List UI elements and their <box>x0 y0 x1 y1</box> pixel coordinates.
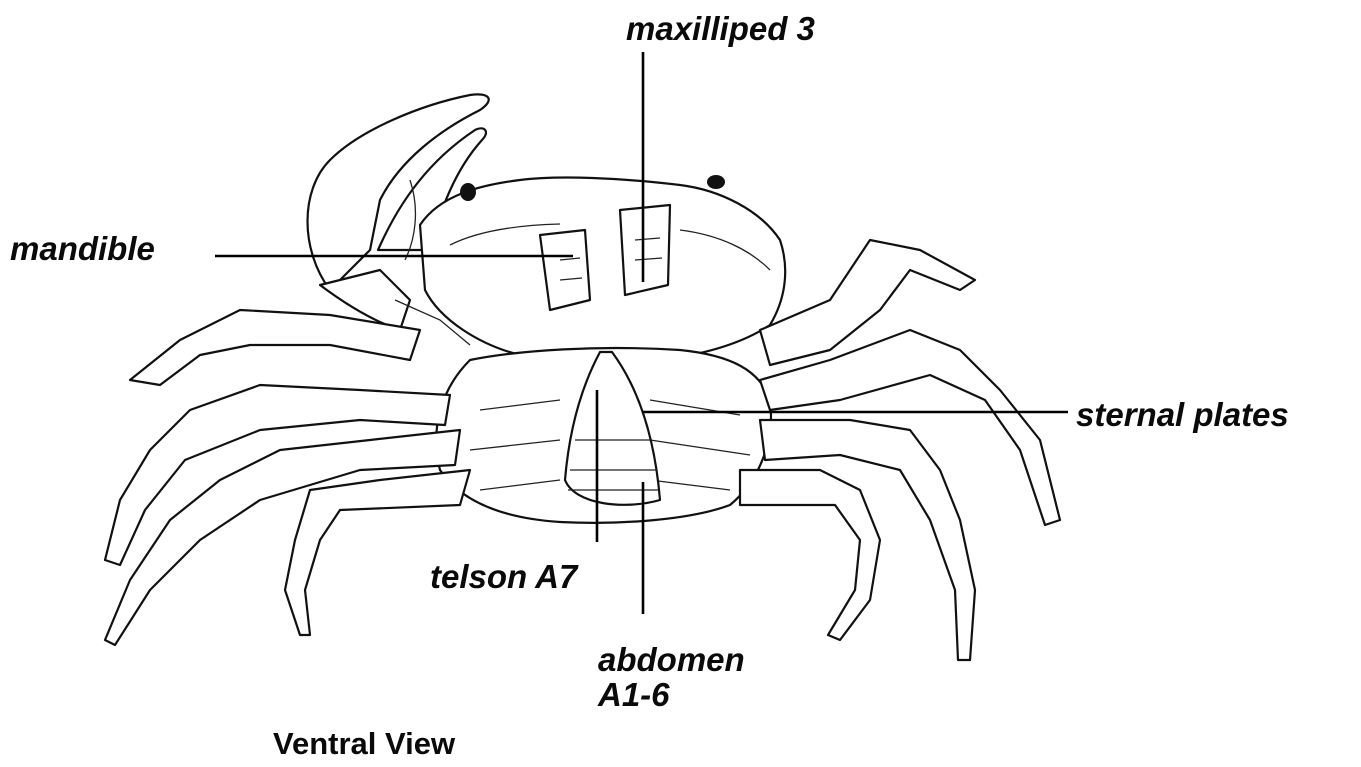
diagram-caption: Ventral View <box>273 728 455 759</box>
label-maxilliped: maxilliped 3 <box>626 12 815 45</box>
legs-left <box>105 310 470 645</box>
label-telson: telson A7 <box>430 560 577 593</box>
legs-right <box>740 240 1060 660</box>
label-abdomen: abdomen <box>598 643 745 676</box>
sternum <box>436 348 771 523</box>
label-abdomen-segments: A1-6 <box>598 678 670 711</box>
label-sternal-plates: sternal plates <box>1076 398 1289 431</box>
carapace <box>420 175 785 363</box>
label-mandible: mandible <box>10 232 155 265</box>
